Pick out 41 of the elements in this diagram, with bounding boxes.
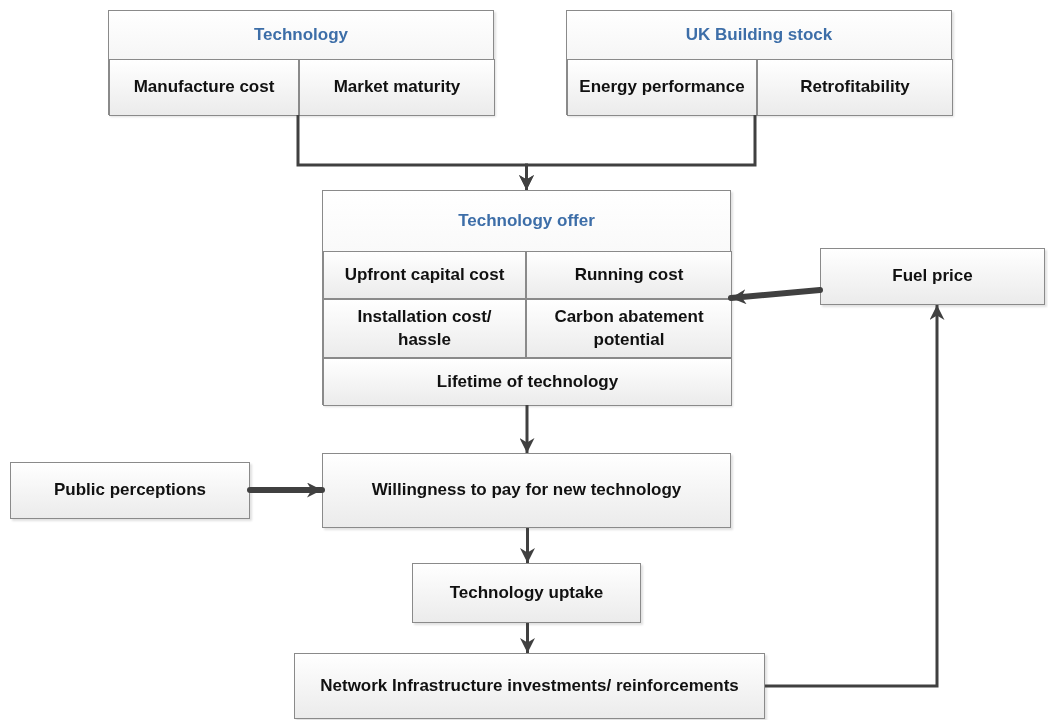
node-label: Network Infrastructure investments/ reinforcements xyxy=(319,674,740,697)
table-cell xyxy=(757,59,953,116)
node-label: Market maturity xyxy=(332,76,462,99)
node-label: Fuel price xyxy=(891,265,974,288)
arrow xyxy=(519,405,535,453)
table-cell xyxy=(323,251,526,299)
arrow xyxy=(247,482,325,498)
table-cell xyxy=(567,59,757,116)
table-cell xyxy=(323,299,526,358)
group-heading: UK Building stock xyxy=(684,23,834,46)
node-label: Manufacture cost xyxy=(132,76,276,99)
node-label: Lifetime of technology xyxy=(435,370,620,393)
process-box xyxy=(294,653,765,719)
node-label: Technology uptake xyxy=(448,581,605,604)
node-label: Running cost xyxy=(573,263,685,286)
group-heading: Technology xyxy=(252,23,350,46)
node-label: Energy performance xyxy=(578,76,746,99)
node-label: Retrofitability xyxy=(799,76,911,99)
process-box xyxy=(322,453,731,528)
table-cell xyxy=(323,358,732,406)
arrow xyxy=(520,623,535,653)
table-cell xyxy=(299,59,495,116)
arrow xyxy=(519,115,757,190)
node-label: Upfront capital cost xyxy=(343,263,506,286)
node-label: Carbon abatement potential xyxy=(553,306,705,351)
node-label: Installation cost/ hassle xyxy=(356,306,493,351)
arrow xyxy=(728,287,823,305)
process-box xyxy=(412,563,641,623)
node-label: Public perceptions xyxy=(52,479,208,502)
table-cell xyxy=(526,299,732,358)
group-heading: Technology offer xyxy=(457,209,596,232)
process-box xyxy=(820,248,1045,305)
arrow xyxy=(520,528,535,563)
group-box xyxy=(108,10,494,115)
arrow xyxy=(765,305,945,688)
process-box xyxy=(10,462,250,519)
table-cell xyxy=(109,59,299,116)
table-cell xyxy=(526,251,732,299)
node-label: Willingness to pay for new technology xyxy=(370,479,683,502)
group-box xyxy=(322,190,731,405)
group-box xyxy=(566,10,952,115)
